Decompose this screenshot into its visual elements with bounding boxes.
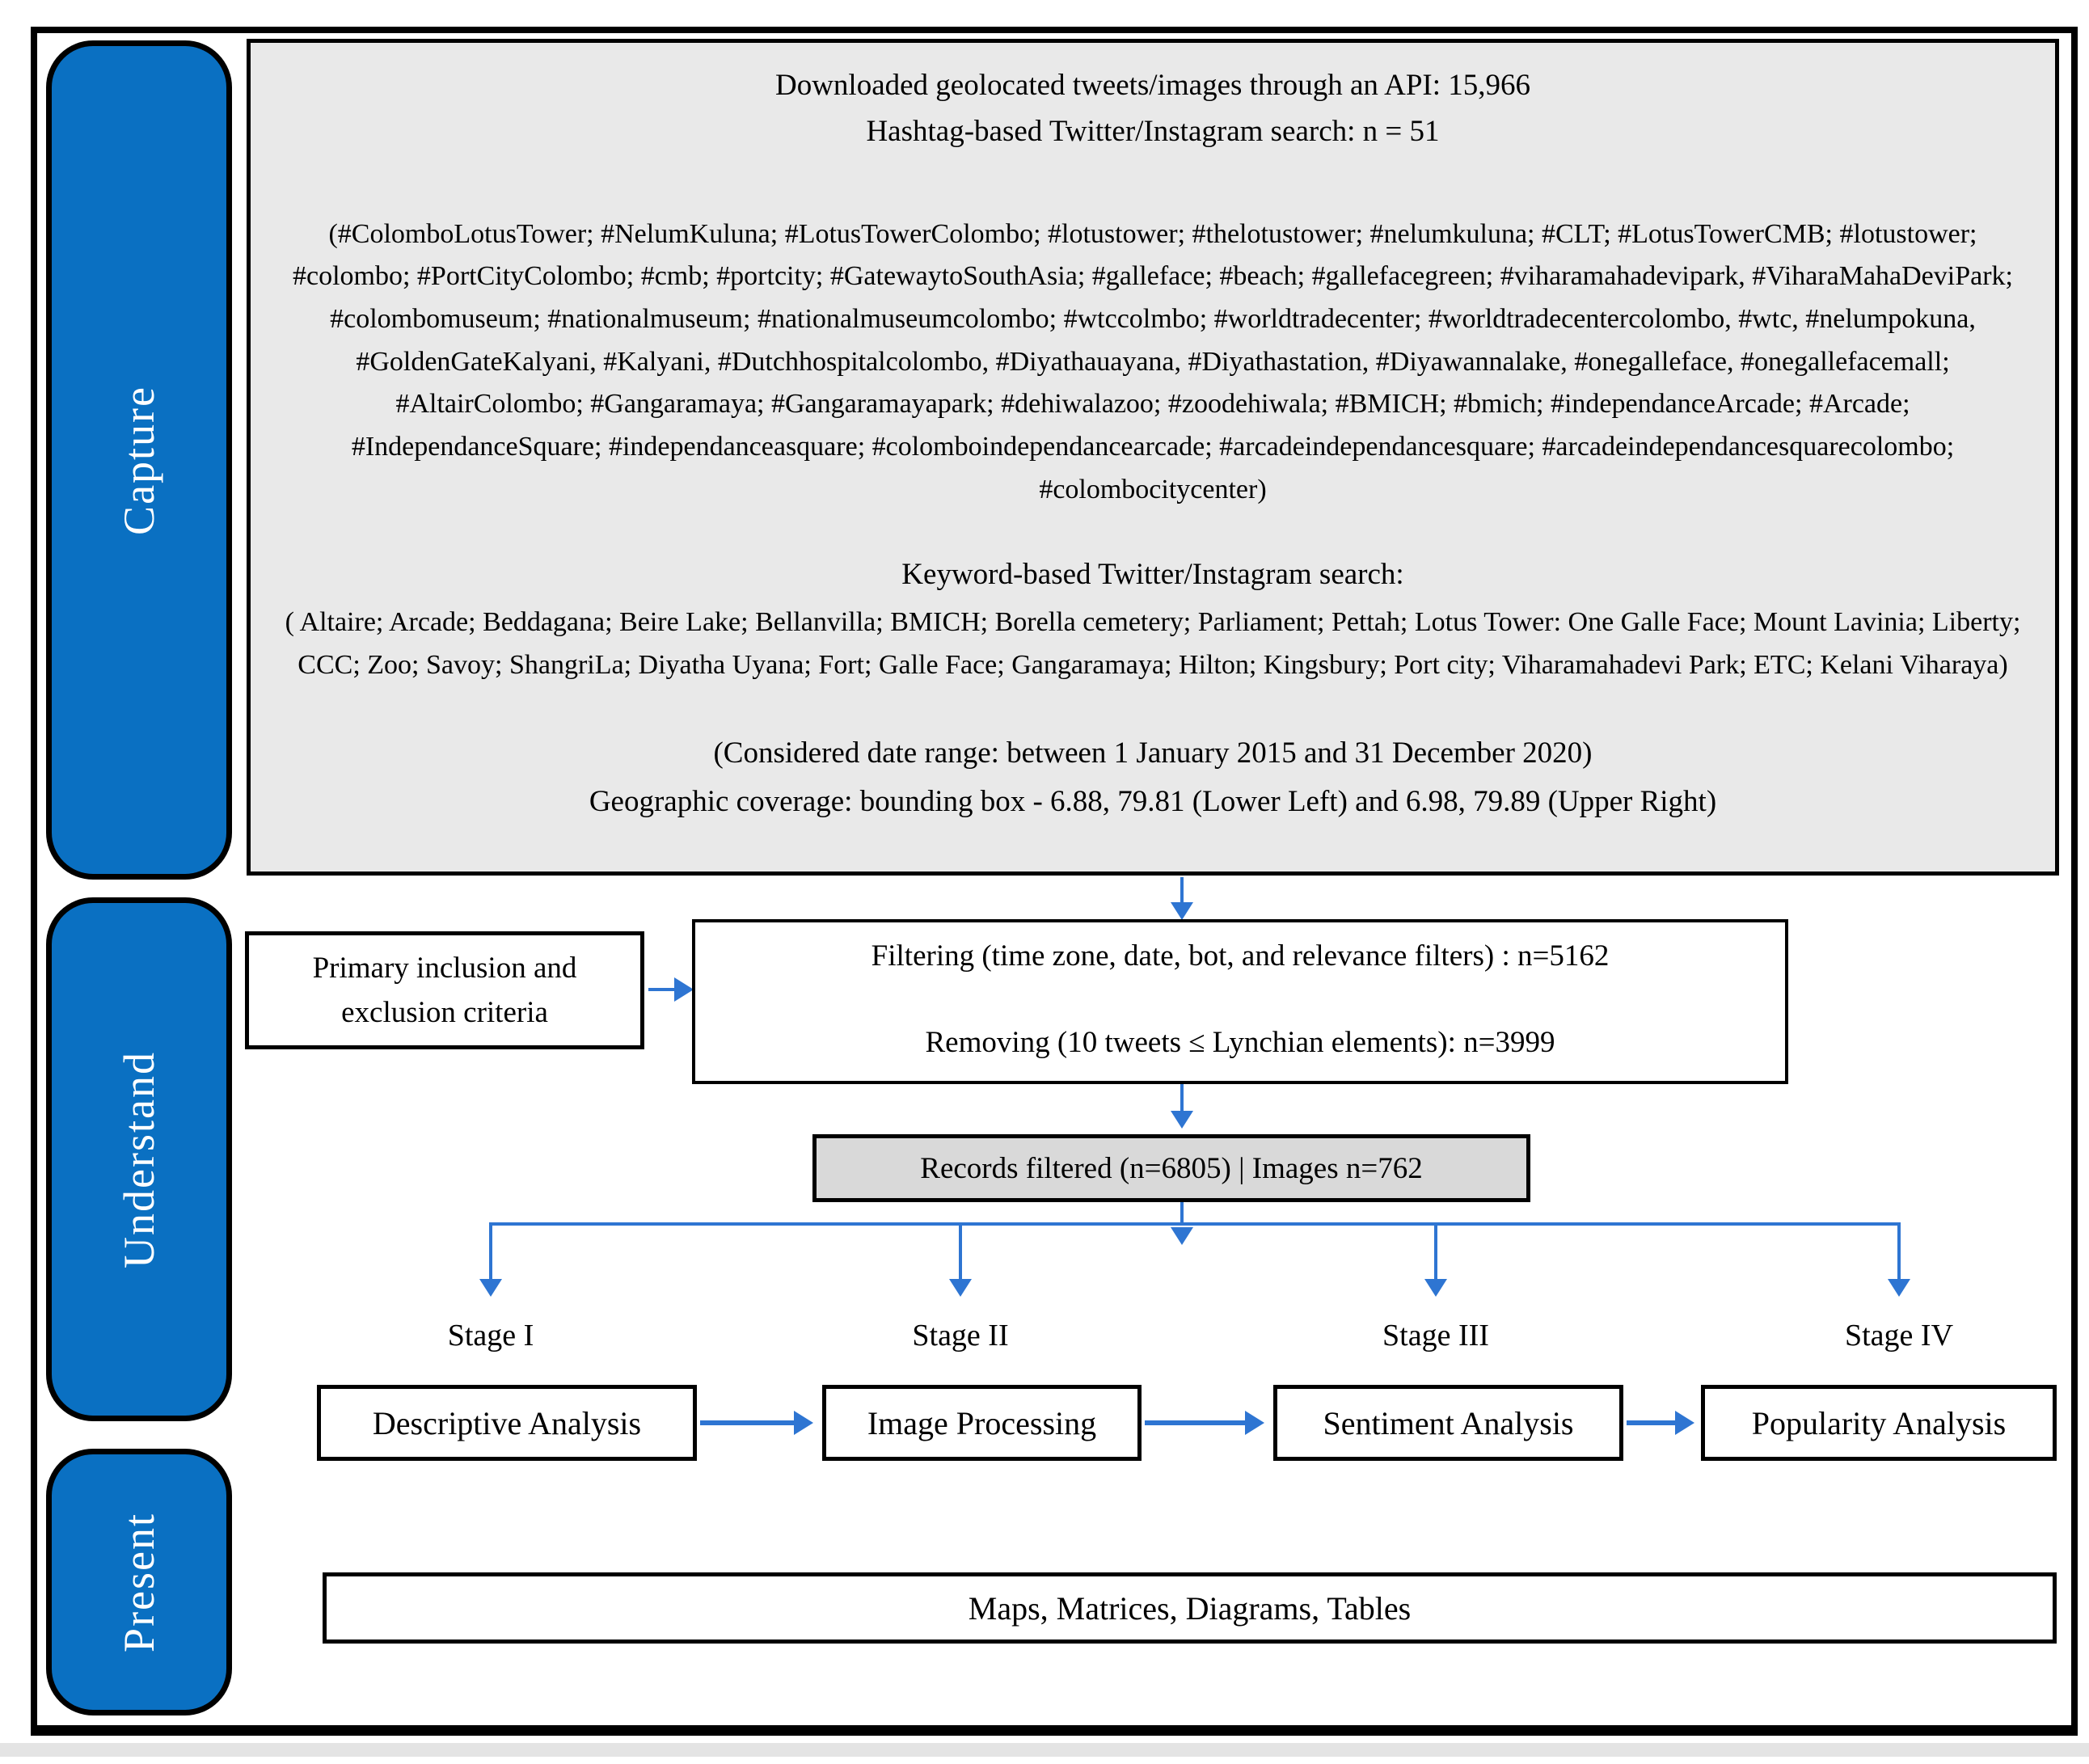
filter-line-1: Filtering (time zone, date, bot, and rel… [871, 939, 1610, 973]
arrow-filter-to-records-line [1180, 1084, 1184, 1115]
branch-arrow-stage4-head [1888, 1279, 1910, 1297]
phase-pill-capture: Capture [46, 40, 232, 880]
keyword-search-title: Keyword-based Twitter/Instagram search: [901, 557, 1404, 591]
capture-data-box: Downloaded geolocated tweets/images thro… [247, 39, 2059, 876]
branch-arrow-stage1-line [489, 1224, 492, 1282]
phase-pill-present: Present [46, 1449, 232, 1715]
branch-arrow-stage3-head [1424, 1279, 1447, 1297]
arrow-criteria-to-filter-line [648, 988, 677, 991]
stage-label-3: Stage III [1382, 1319, 1489, 1353]
arrow-capture-to-filter-head [1171, 902, 1193, 920]
branch-arrow-stage3-line [1434, 1224, 1437, 1282]
records-box: Records filtered (n=6805) | Images n=762 [812, 1134, 1530, 1202]
arrow-stage3-to-stage4-head [1675, 1411, 1694, 1435]
bottom-gray-strip [0, 1743, 2089, 1757]
geo-coverage-line: Geographic coverage: bounding box - 6.88… [589, 784, 1717, 818]
phase-label-understand: Understand [115, 1050, 163, 1268]
filter-box: Filtering (time zone, date, bot, and rel… [692, 919, 1788, 1084]
arrow-stage3-to-stage4-line [1627, 1420, 1677, 1425]
stage-box-popularity-analysis: Popularity Analysis [1701, 1385, 2057, 1461]
hashtag-search-line: Hashtag-based Twitter/Instagram search: … [866, 115, 1440, 149]
keyword-list: ( Altaire; Arcade; Beddagana; Beire Lake… [285, 607, 2021, 680]
branch-arrow-stage1-head [479, 1279, 502, 1297]
arrow-stage1-to-stage2-line [700, 1420, 796, 1425]
branch-horizontal-line [489, 1222, 1901, 1226]
branch-arrow-stage4-line [1897, 1224, 1901, 1282]
arrow-stage2-to-stage3-line [1145, 1420, 1247, 1425]
arrow-filter-to-records-head [1171, 1111, 1193, 1129]
filter-line-2: Removing (10 tweets ≤ Lynchian elements)… [925, 1026, 1555, 1059]
branch-center-arrow-head [1171, 1227, 1193, 1245]
stage-label-1: Stage I [447, 1319, 534, 1353]
branch-arrow-stage2-head [949, 1279, 972, 1297]
stage-box-sentiment-analysis: Sentiment Analysis [1273, 1385, 1623, 1461]
branch-stem-line [1180, 1202, 1184, 1224]
stage-label-4: Stage IV [1844, 1319, 1954, 1353]
stage-label-2: Stage II [912, 1319, 1009, 1353]
arrow-stage2-to-stage3-head [1245, 1411, 1264, 1435]
branch-arrow-stage2-line [959, 1224, 962, 1282]
stage-box-image-processing: Image Processing [822, 1385, 1142, 1461]
present-output-box: Maps, Matrices, Diagrams, Tables [323, 1572, 2057, 1644]
date-range-line: (Considered date range: between 1 Januar… [713, 736, 1593, 770]
phase-pill-understand: Understand [46, 897, 232, 1421]
criteria-box: Primary inclusion and exclusion criteria [245, 931, 644, 1049]
hashtag-list: (#ColomboLotusTower; #NelumKuluna; #Lotu… [293, 218, 2013, 504]
arrow-stage1-to-stage2-head [794, 1411, 813, 1435]
api-count-line: Downloaded geolocated tweets/images thro… [774, 69, 1531, 102]
stage-box-descriptive-analysis: Descriptive Analysis [317, 1385, 697, 1461]
phase-label-present: Present [115, 1512, 163, 1652]
phase-label-capture: Capture [115, 385, 163, 535]
arrow-capture-to-filter-line [1180, 877, 1184, 906]
arrow-criteria-to-filter-head [674, 977, 694, 1002]
